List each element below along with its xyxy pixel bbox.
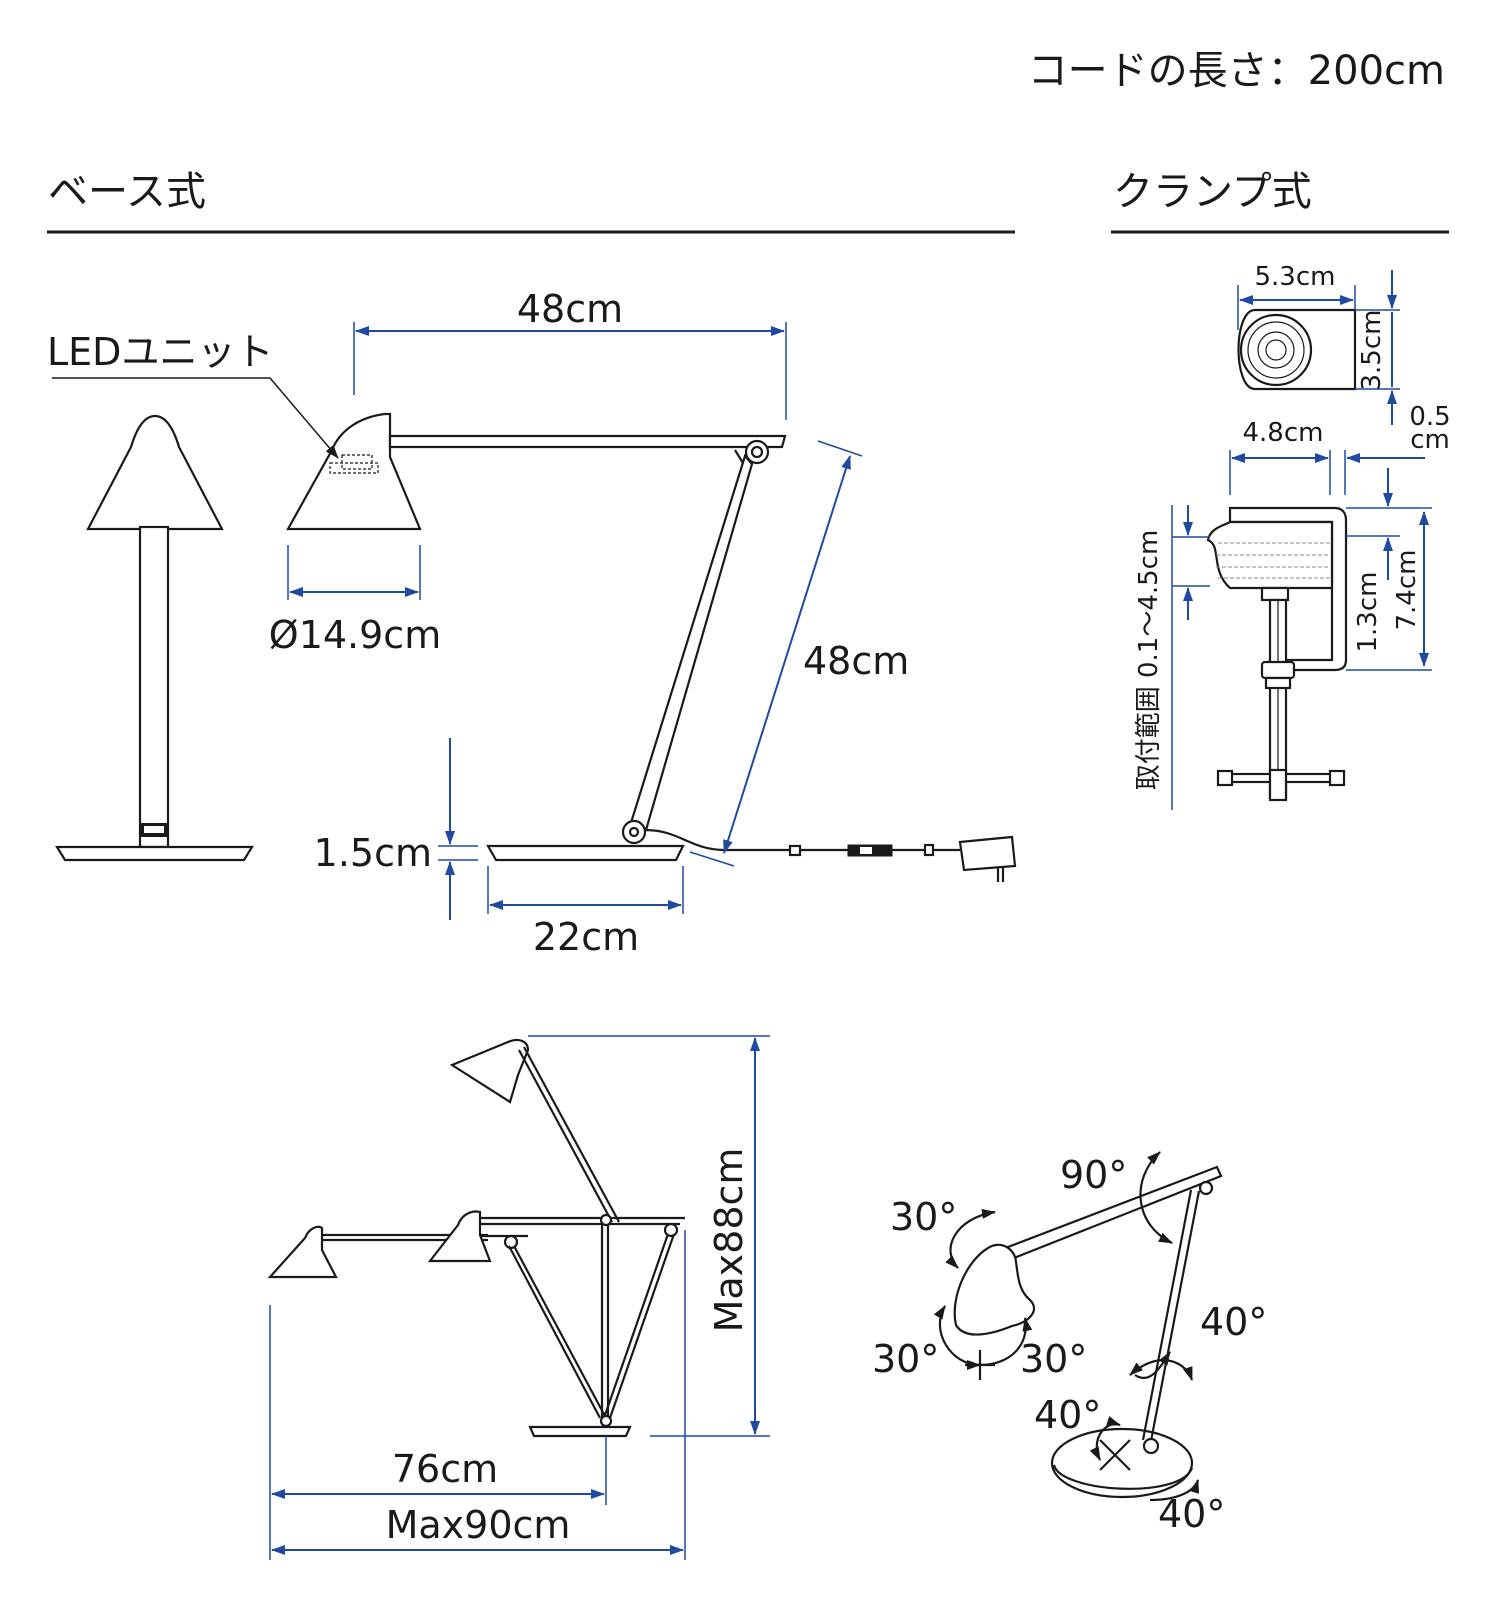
clamp-total-height-label: 7.4cm [1392, 550, 1422, 631]
rotation-arrows [933, 1151, 1200, 1502]
arm-joint-rotation-label: 40° [1200, 1300, 1267, 1344]
base-pivot-rotation-label: 40° [1034, 1393, 1101, 1437]
clamp-height-label: 3.5cm [1357, 310, 1387, 391]
front-base [55, 845, 254, 862]
reach-label: 76cm [392, 1447, 498, 1491]
arm-length-label: 48cm [517, 287, 623, 331]
arm-height-dimension [723, 455, 851, 854]
led-unit-dashed [341, 454, 373, 470]
base-thickness-label: 1.5cm [314, 831, 432, 875]
max-reach-label: Max90cm [386, 1503, 571, 1547]
shade-tilt-label-b: 30° [872, 1337, 939, 1381]
mount-range-label: 取付範囲 0.1～4.5cm [1134, 530, 1164, 791]
power-plug [958, 835, 1017, 872]
side-horizontal-arm [388, 434, 787, 449]
arm-height-label: 48cm [803, 639, 909, 683]
max-height-label: Max88cm [707, 1148, 751, 1333]
shade-tilt-label-c: 30° [1020, 1337, 1087, 1381]
arm-top-rotation-label: 90° [1060, 1153, 1127, 1197]
arm-height-ext-top [817, 440, 863, 457]
front-shade [86, 414, 224, 531]
base-width-label: 22cm [533, 915, 639, 959]
arm-height-ext-bottom [689, 851, 735, 867]
clamp-gap-label: 0.5 [1409, 402, 1450, 432]
range-middle-shade [427, 1210, 492, 1263]
base-section-title: ベース式 [48, 169, 206, 215]
shade-diameter-label: Ø14.9cm [269, 613, 441, 657]
rotation-view-lamp [953, 1165, 1223, 1499]
jaw-width-label: 4.8cm [1243, 418, 1324, 448]
shade-tilt-label-a: 30° [890, 1195, 957, 1239]
clamp-gap-unit: cm [1410, 425, 1450, 455]
led-unit-leader [52, 377, 339, 459]
clamp-section-title: クランプ式 [1113, 169, 1312, 215]
side-diagonal-arm [628, 453, 754, 832]
front-view-lamp [55, 414, 254, 862]
side-base [486, 844, 685, 862]
jaw-height-label: 1.3cm [1353, 572, 1383, 653]
clamp-top-view [1237, 308, 1357, 391]
cord-length-label: コードの長さ：200cm [1028, 48, 1445, 94]
clamp-width-label: 5.3cm [1255, 262, 1336, 292]
range-view-lamp [267, 1038, 685, 1438]
front-stem [138, 525, 170, 849]
clamp-side-view [1206, 506, 1348, 802]
range-far-shade [267, 1225, 338, 1279]
side-shade [286, 412, 422, 531]
led-unit-label: LEDユニット [47, 330, 273, 374]
rotation-shade [953, 1243, 1036, 1336]
base-rotate-rotation-label: 40° [1158, 1492, 1225, 1536]
range-raised-shade [449, 1038, 530, 1104]
